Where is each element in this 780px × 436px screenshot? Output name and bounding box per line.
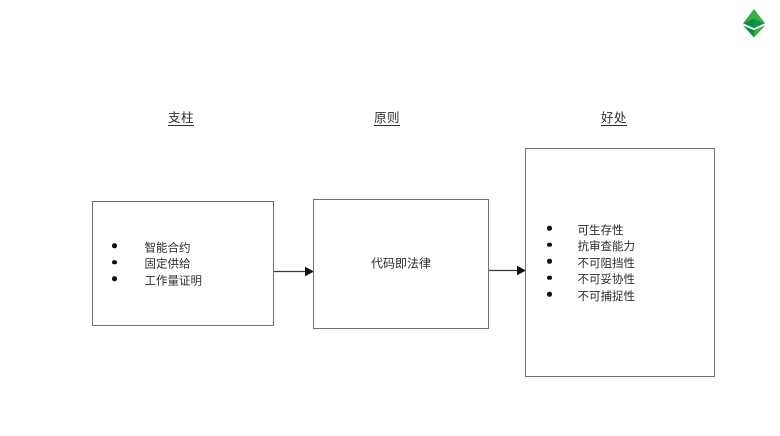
bullet-dot-icon xyxy=(547,275,552,280)
arrow-pillars-to-principles xyxy=(274,262,314,277)
ethereum-classic-logo xyxy=(737,6,771,40)
bullet-dot-icon xyxy=(112,276,117,281)
list-item-label: 固定供给 xyxy=(144,256,191,271)
list-item: 固定供给 xyxy=(93,255,273,272)
list-item: 不可阻挡性 xyxy=(526,254,714,271)
benefits-box: 可生存性 抗审查能力 不可阻挡性 不可妥协性 不可捕捉性 xyxy=(525,148,715,377)
bullet-dot-icon xyxy=(547,291,552,297)
pillars-box: 智能合约 固定供给 工作量证明 xyxy=(92,201,274,326)
column-heading-principles: 原则 xyxy=(374,110,401,125)
list-item: 可生存性 xyxy=(526,221,714,238)
list-item: 不可妥协性 xyxy=(526,271,714,288)
list-item-label: 不可阻挡性 xyxy=(577,255,636,270)
list-item-label: 工作量证明 xyxy=(144,272,203,287)
arrow-principles-to-benefits xyxy=(489,261,526,276)
bullet-dot-icon xyxy=(547,225,552,231)
list-item-label: 抗审查能力 xyxy=(577,238,636,253)
pillars-bullet-list: 智能合约 固定供给 工作量证明 xyxy=(93,239,273,289)
list-item: 不可捕捉性 xyxy=(526,287,714,304)
list-item-label: 智能合约 xyxy=(144,239,191,254)
principles-box: 代码即法律 xyxy=(313,199,489,329)
principles-label: 代码即法律 xyxy=(370,256,431,271)
list-item: 工作量证明 xyxy=(93,272,273,289)
list-item-label: 不可捕捉性 xyxy=(577,288,636,303)
list-item: 智能合约 xyxy=(93,239,273,256)
bullet-dot-icon xyxy=(547,258,552,264)
column-heading-benefits: 好处 xyxy=(601,110,628,125)
list-item-label: 不可妥协性 xyxy=(577,271,636,286)
bullet-dot-icon xyxy=(547,242,552,247)
list-item-label: 可生存性 xyxy=(577,222,624,237)
bullet-dot-icon xyxy=(112,259,117,265)
benefits-bullet-list: 可生存性 抗审查能力 不可阻挡性 不可妥协性 不可捕捉性 xyxy=(526,221,714,304)
bullet-dot-icon xyxy=(112,243,117,248)
list-item: 抗审查能力 xyxy=(526,238,714,255)
column-heading-pillars: 支柱 xyxy=(168,110,195,125)
